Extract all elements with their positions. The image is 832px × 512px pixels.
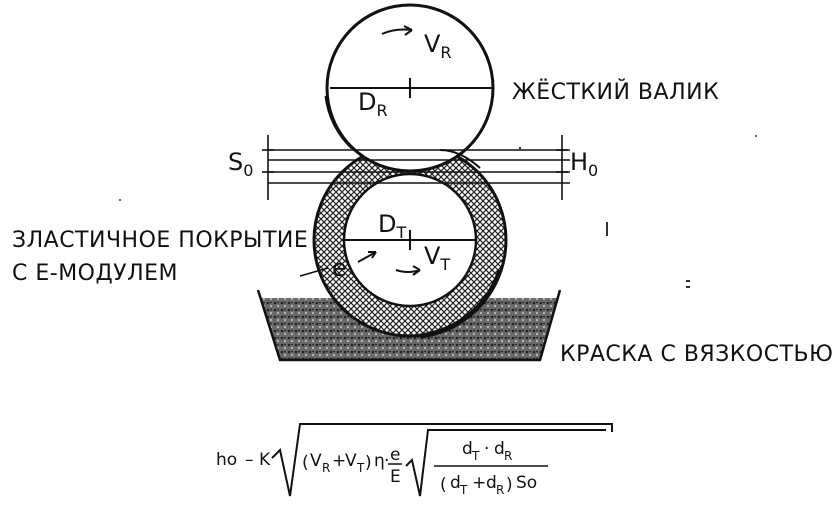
symbol-vr: VR — [424, 30, 452, 62]
svg-text:R: R — [504, 449, 512, 463]
svg-text:·: · — [384, 451, 389, 471]
svg-text:So: So — [516, 473, 537, 493]
e-pointer-arrow — [357, 251, 377, 263]
symbol-dt: DT — [378, 210, 406, 242]
svg-text:T: T — [356, 461, 365, 475]
label-ink-viscosity: КРАСКА С ВЯЗКОСТЬЮ — [560, 342, 832, 367]
svg-text:+: + — [332, 451, 346, 471]
label-rigid-roller: ЖЁСТКИЙ ВАЛИК — [512, 79, 719, 105]
symbol-vt: VT — [424, 242, 450, 274]
gap-lines — [262, 135, 570, 200]
svg-text:R: R — [322, 461, 330, 475]
svg-text:E: E — [390, 467, 401, 487]
svg-text:T: T — [459, 483, 468, 497]
svg-text:d: d — [462, 439, 473, 459]
svg-text:T: T — [471, 449, 480, 463]
svg-text:d: d — [486, 473, 497, 493]
svg-text:d: d — [494, 439, 505, 459]
symbol-s0: S0 — [228, 148, 253, 180]
vr-rotation-arrow — [381, 28, 413, 35]
svg-text:–: – — [245, 450, 254, 470]
ink-tray — [256, 289, 562, 362]
svg-text:e: e — [390, 445, 400, 465]
scan-specks — [119, 135, 757, 288]
label-elastic-coating-line2: С Е-МОДУЛЕМ — [12, 261, 178, 286]
symbol-h0: H0 — [570, 148, 598, 180]
svg-text:V: V — [310, 451, 322, 471]
svg-text:): ) — [506, 475, 513, 495]
svg-text:+: + — [472, 473, 486, 493]
svg-text:K: K — [259, 450, 271, 470]
label-elastic-coating-line1: ЗЛАСТИЧНОЕ ПОКРЫТИЕ — [12, 228, 308, 253]
svg-text:·: · — [484, 439, 489, 459]
dt-diameter-line — [344, 230, 476, 250]
svg-text:R: R — [496, 483, 504, 497]
rigid-roller — [324, 3, 495, 173]
svg-text:(: ( — [302, 453, 309, 473]
symbol-dr: DR — [358, 88, 388, 120]
svg-text:V: V — [345, 451, 357, 471]
svg-text:): ) — [365, 453, 372, 473]
formula: ho – K ( V R + V T ) η · e E d T · d R (… — [216, 423, 613, 497]
svg-text:ho: ho — [216, 450, 237, 470]
svg-text:(: ( — [440, 475, 447, 495]
svg-text:d: d — [450, 473, 461, 493]
symbol-e: e — [332, 254, 347, 282]
svg-text:η: η — [374, 451, 385, 471]
